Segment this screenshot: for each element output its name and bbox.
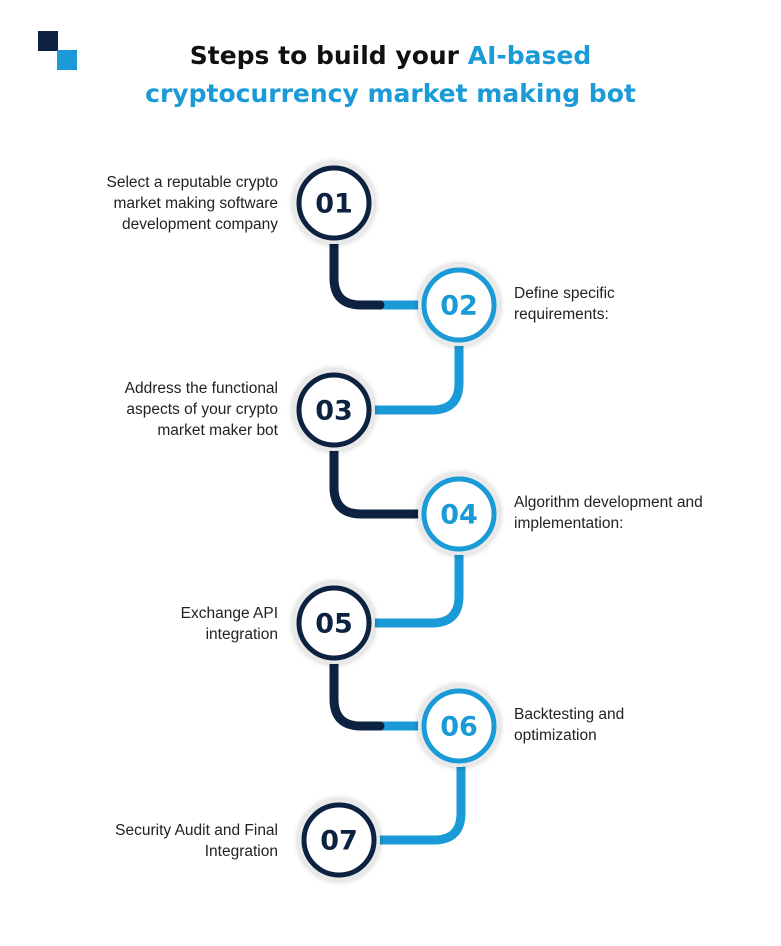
- step-circle-07: 07: [298, 799, 380, 881]
- connector-01-02-dark: [329, 235, 385, 310]
- title-highlight: AI-based: [467, 41, 592, 70]
- step-label-04: Algorithm development and implementation…: [514, 494, 703, 532]
- logo-square-blue: [57, 50, 77, 70]
- step-label-05: Exchange API integration: [180, 605, 278, 643]
- step-label-07: Security Audit and Final Integration: [115, 822, 278, 860]
- step-number: 07: [320, 826, 358, 857]
- step-circle-05: 05: [293, 582, 375, 664]
- step-number: 05: [315, 609, 353, 640]
- step-circle-03: 03: [293, 369, 375, 451]
- step-circle-06: 06: [418, 685, 500, 767]
- step-label-06: Backtesting and optimization: [514, 706, 625, 744]
- step-circle-02: 02: [418, 264, 500, 346]
- connector-04-05: [366, 546, 464, 628]
- step-label-03: Address the functional aspects of your c…: [124, 380, 278, 439]
- step-number: 03: [315, 396, 353, 427]
- connector-06-07: [371, 758, 466, 845]
- step-circle-04: 04: [418, 473, 500, 555]
- title-prefix: Steps to build your: [189, 41, 468, 70]
- step-number: 04: [440, 500, 478, 531]
- step-label-02: Define specific requirements:: [514, 285, 615, 323]
- step-number: 02: [440, 291, 478, 322]
- connector-05-06-dark: [329, 655, 385, 731]
- connector-03-04-dark: [329, 442, 425, 519]
- logo-square-dark: [38, 31, 58, 51]
- step-number: 01: [315, 189, 353, 220]
- step-label-01: Select a reputable crypto market making …: [106, 174, 278, 233]
- title-line-1: Steps to build your AI-based: [0, 38, 781, 74]
- step-number: 06: [440, 712, 478, 743]
- title-line-2: cryptocurrency market making bot: [145, 79, 636, 108]
- connector-02-03: [366, 337, 464, 415]
- step-circle-01: 01: [293, 162, 375, 244]
